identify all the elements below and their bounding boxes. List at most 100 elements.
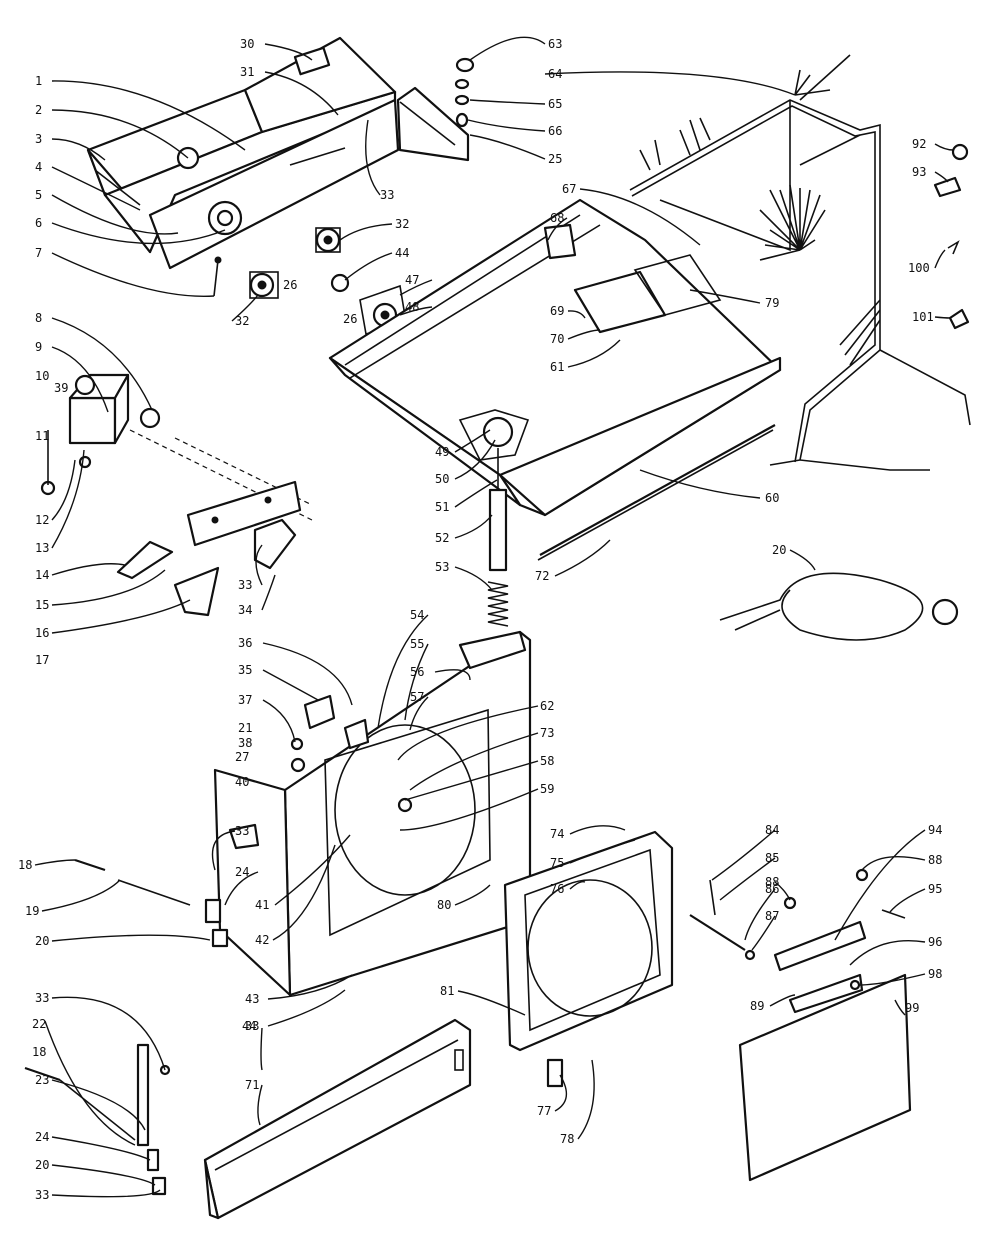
callout-49: 49 <box>435 445 449 459</box>
callout-20-cord: 20 <box>772 543 786 557</box>
callout-44-upper: 44 <box>395 246 409 260</box>
callout-88-left: 88 <box>765 875 779 889</box>
callout-31: 31 <box>240 65 254 79</box>
callout-14: 14 <box>35 568 49 582</box>
callout-33-lower-a: 33 <box>35 991 49 1005</box>
callout-98: 98 <box>928 967 942 981</box>
callout-33-lower-b: 33 <box>35 1188 49 1202</box>
toe-kick <box>203 1018 472 1220</box>
callout-79: 79 <box>765 296 779 310</box>
callout-3: 3 <box>35 132 42 146</box>
callout-62: 62 <box>540 699 554 713</box>
callout-59: 59 <box>540 782 554 796</box>
callout-99: 99 <box>905 1001 919 1015</box>
callout-38: 38 <box>238 736 252 750</box>
callout-labels: 1 2 3 4 5 6 7 8 9 10 39 11 12 13 14 15 1… <box>18 37 942 1202</box>
control-console <box>86 36 400 270</box>
power-cord <box>719 572 959 641</box>
callout-20-lower: 20 <box>35 1158 49 1172</box>
callout-36: 36 <box>238 636 252 650</box>
timer-assembly <box>40 373 313 521</box>
callout-74: 74 <box>550 827 564 841</box>
access-panel <box>689 868 912 1182</box>
small-parts-right <box>933 143 970 330</box>
callout-72: 72 <box>535 569 549 583</box>
callout-1: 1 <box>35 74 42 88</box>
callout-20-upper: 20 <box>35 934 49 948</box>
callout-26-right: 26 <box>343 312 357 326</box>
callout-23: 23 <box>35 1073 49 1087</box>
callout-41: 41 <box>255 898 269 912</box>
callout-13: 13 <box>35 541 49 555</box>
callout-60: 60 <box>765 491 779 505</box>
callout-8: 8 <box>35 311 42 325</box>
callout-75: 75 <box>550 856 564 870</box>
callout-68: 68 <box>550 211 564 225</box>
callout-67: 67 <box>562 182 576 196</box>
callout-33-base: 33 <box>245 1019 259 1033</box>
callout-66: 66 <box>548 124 562 138</box>
callout-42: 42 <box>255 933 269 947</box>
callout-95: 95 <box>928 882 942 896</box>
callout-51: 51 <box>435 500 449 514</box>
callout-77: 77 <box>537 1104 551 1118</box>
fastener-stack <box>454 57 475 128</box>
callout-39: 39 <box>54 381 68 395</box>
callout-52: 52 <box>435 531 449 545</box>
callout-7: 7 <box>35 246 42 260</box>
callout-2: 2 <box>35 103 42 117</box>
callout-33-panel: 33 <box>235 824 249 838</box>
callout-15: 15 <box>35 598 49 612</box>
callout-64: 64 <box>548 67 562 81</box>
callout-30: 30 <box>240 37 254 51</box>
callout-47: 47 <box>405 273 419 287</box>
callout-4: 4 <box>35 160 42 174</box>
callout-84: 84 <box>765 823 779 837</box>
callout-44-toe: 44 <box>242 1019 256 1033</box>
callout-26-left: 26 <box>283 278 297 292</box>
callout-10: 10 <box>35 369 49 383</box>
callout-25: 25 <box>548 152 562 166</box>
callout-22: 22 <box>32 1017 46 1031</box>
callout-50: 50 <box>435 472 449 486</box>
callout-11: 11 <box>35 429 49 443</box>
callout-73: 73 <box>540 726 554 740</box>
callout-17: 17 <box>35 653 49 667</box>
callout-18-upper: 18 <box>18 858 32 872</box>
callout-16: 16 <box>35 626 49 640</box>
callout-32-lower: 32 <box>235 314 249 328</box>
callout-57: 57 <box>410 690 424 704</box>
callout-58: 58 <box>540 754 554 768</box>
callout-63: 63 <box>548 37 562 51</box>
door-frame <box>503 830 674 1088</box>
hinge-parts <box>204 694 370 948</box>
callout-5: 5 <box>35 188 42 202</box>
control-panel-backsplash <box>396 86 470 162</box>
callout-93: 93 <box>912 165 926 179</box>
callout-85: 85 <box>765 851 779 865</box>
callout-71: 71 <box>245 1078 259 1092</box>
callout-18-lower: 18 <box>32 1045 46 1059</box>
callout-33-bracket: 33 <box>238 578 252 592</box>
callout-61-top: 61 <box>550 360 564 374</box>
callout-53: 53 <box>435 560 449 574</box>
callout-65: 65 <box>548 97 562 111</box>
callout-34: 34 <box>238 603 252 617</box>
wiring-harness <box>629 54 971 471</box>
callout-86: 86 <box>765 882 779 896</box>
lower-left-hardware <box>24 1043 171 1196</box>
callout-40: 40 <box>235 775 249 789</box>
callout-35: 35 <box>238 663 252 677</box>
callout-88-right: 88 <box>928 853 942 867</box>
callout-6: 6 <box>35 216 42 230</box>
callout-81: 81 <box>440 984 454 998</box>
switch-bracket <box>116 480 302 617</box>
callout-89: 89 <box>750 999 764 1013</box>
callout-55: 55 <box>410 637 424 651</box>
lid-spring-rod <box>487 424 776 627</box>
callout-24-lower: 24 <box>35 1130 49 1144</box>
callout-37: 37 <box>238 693 252 707</box>
callout-80: 80 <box>437 898 451 912</box>
